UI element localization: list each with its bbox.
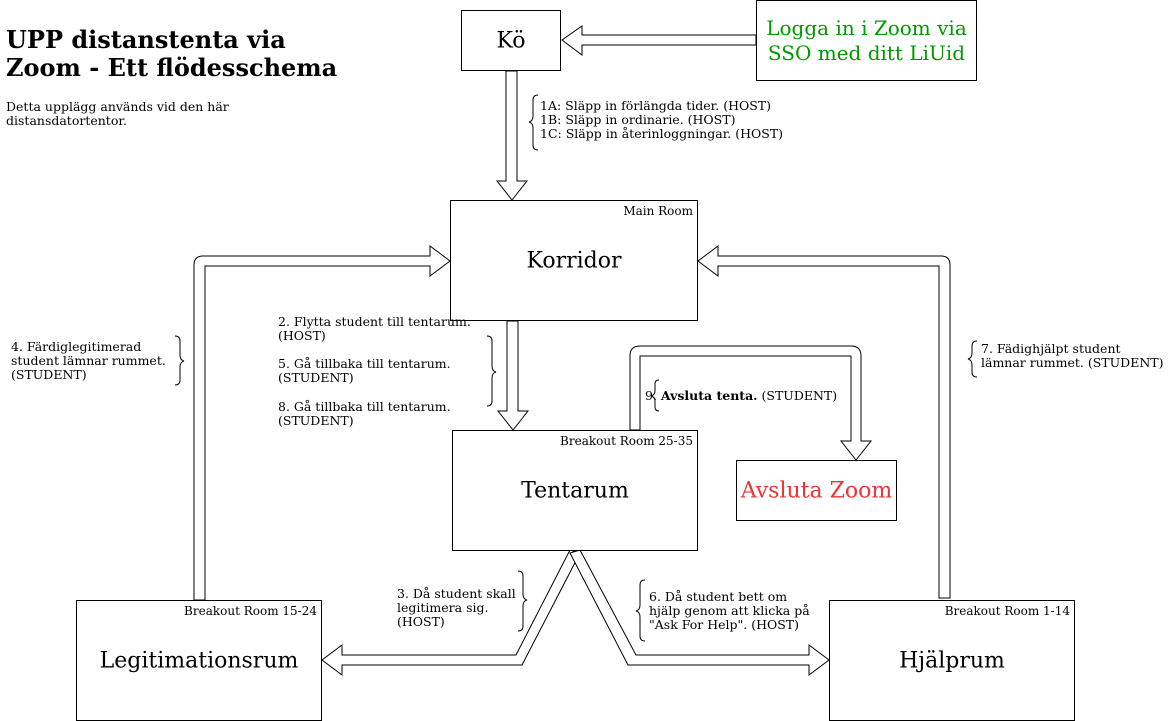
node-korridor-label: Korridor [526, 248, 622, 273]
brace-hjalpt [967, 340, 978, 378]
note-avsluta-num: 9. [645, 388, 657, 403]
node-hjalprum: Breakout Room 1-14 Hjälprum [829, 600, 1075, 721]
node-avsluta-zoom-label: Avsluta Zoom [740, 478, 893, 503]
note-to-tentarum: 2. Flytta student till tentarum. (HOST) … [278, 315, 478, 428]
node-login-label: Logga in i Zoom via SSO med ditt LiUid [766, 15, 967, 65]
note-avsluta-bold: Avsluta tenta. [660, 388, 758, 403]
brace-legitimera [517, 570, 528, 632]
node-ko-label: Kö [496, 28, 526, 53]
node-tentarum: Breakout Room 25-35 Tentarum [452, 430, 698, 551]
node-tentarum-label: Tentarum [521, 478, 629, 503]
note-step-8: 8. Gå tillbaka till tentarum. (STUDENT) [278, 399, 451, 428]
node-login: Logga in i Zoom via SSO med ditt LiUid [756, 0, 977, 81]
arrow-hjalprum-to-korridor [697, 245, 951, 599]
arrow-tentarum-to-avsluta [629, 345, 873, 461]
node-legitimationsrum: Breakout Room 15-24 Legitimationsrum [76, 600, 322, 721]
note-legitimera: 3. Då student skall legitimera sig. (HOS… [397, 586, 516, 629]
node-legitimationsrum-room: Breakout Room 15-24 [184, 604, 317, 618]
note-hjalp: 6. Då student bett om hjälp genom att kl… [649, 589, 810, 632]
note-release-1c: 1C: Släpp in återinloggningar. (HOST) [540, 126, 784, 141]
node-ko: Kö [461, 10, 561, 71]
node-legitimationsrum-label: Legitimationsrum [99, 648, 299, 673]
brace-avsluta [650, 379, 660, 412]
node-hjalprum-room: Breakout Room 1-14 [944, 604, 1070, 618]
note-release-1a: 1A: Släpp in förlängda tider. (HOST) [540, 98, 772, 113]
note-hjalpt: 7. Fädighjälpt student lämnar rummet. (S… [981, 341, 1164, 370]
brace-release [528, 94, 539, 151]
note-step-5: 5. Gå tillbaka till tentarum. (STUDENT) [278, 356, 451, 385]
note-legitimerad: 4. Färdiglegitimerad student lämnar rumm… [11, 339, 166, 382]
node-korridor: Main Room Korridor [450, 200, 698, 321]
note-avsluta-tenta: 9. Avsluta tenta. (STUDENT) [645, 389, 875, 403]
arrow-login-to-ko [561, 25, 757, 56]
page-subtitle: Detta upplägg används vid den här distan… [6, 99, 229, 128]
brace-legitimerad [174, 335, 185, 386]
node-tentarum-room: Breakout Room 25-35 [560, 434, 693, 448]
arrow-tentarum-to-hjalprum [569, 549, 830, 676]
arrow-legitimation-to-korridor [193, 245, 451, 601]
page-title: UPP distanstenta via Zoom - Ett flödessc… [6, 25, 338, 82]
node-hjalprum-label: Hjälprum [899, 648, 1005, 673]
arrow-tentarum-to-legitimation [321, 549, 581, 676]
node-korridor-room: Main Room [623, 204, 693, 218]
note-step-2: 2. Flytta student till tentarum. (HOST) [278, 314, 471, 343]
note-release: 1A: Släpp in förlängda tider. (HOST) 1B:… [540, 99, 800, 141]
note-release-1b: 1B: Släpp in ordinarie. (HOST) [540, 112, 736, 127]
arrow-korridor-to-tentarum [496, 320, 530, 431]
node-avsluta-zoom: Avsluta Zoom [736, 460, 897, 521]
note-avsluta-rest: (STUDENT) [761, 388, 838, 403]
brace-hjalp [635, 579, 646, 642]
brace-to-tentarum [486, 335, 497, 407]
arrow-ko-to-korridor [495, 70, 529, 201]
